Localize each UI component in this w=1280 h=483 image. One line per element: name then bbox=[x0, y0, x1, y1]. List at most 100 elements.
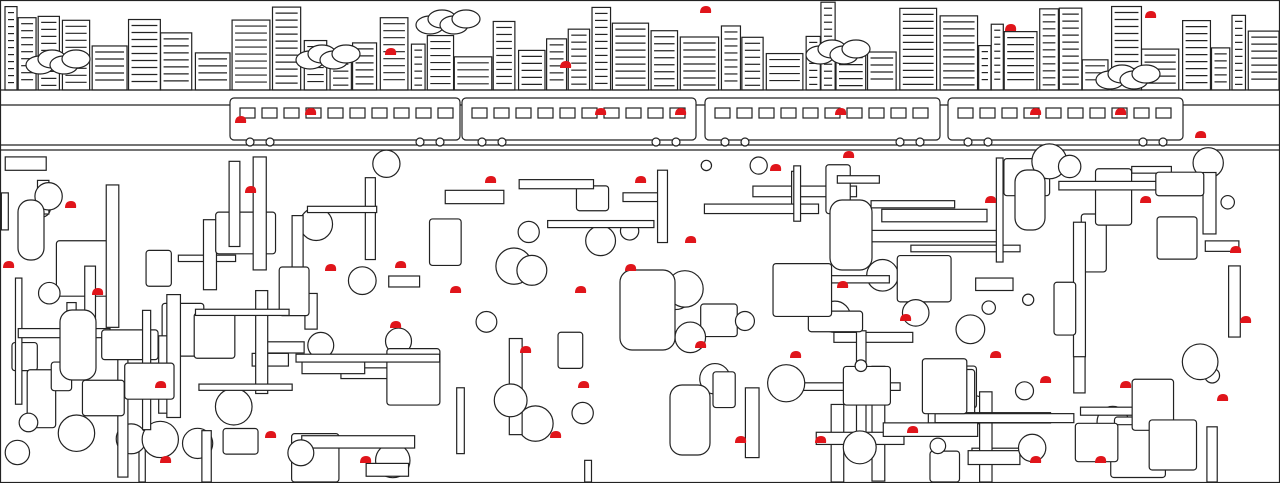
building bbox=[1247, 30, 1280, 91]
valve-wheel bbox=[767, 364, 806, 403]
red-marker bbox=[900, 314, 912, 321]
train-window bbox=[890, 107, 907, 119]
building bbox=[567, 28, 591, 91]
train-wheel bbox=[265, 137, 275, 147]
machine-box bbox=[193, 312, 236, 359]
pipe bbox=[252, 156, 267, 271]
red-markers bbox=[3, 6, 1252, 463]
cloud bbox=[61, 49, 91, 69]
red-marker bbox=[1005, 24, 1017, 31]
red-marker bbox=[1120, 381, 1132, 388]
building bbox=[410, 43, 426, 91]
red-marker bbox=[635, 176, 647, 183]
building bbox=[1231, 14, 1247, 91]
train-window bbox=[846, 107, 863, 119]
machine-box bbox=[929, 450, 961, 483]
pipe bbox=[365, 462, 410, 477]
building bbox=[990, 23, 1004, 91]
red-marker bbox=[695, 341, 707, 348]
pipe bbox=[995, 157, 1004, 263]
train-window bbox=[1001, 107, 1018, 119]
machine-box bbox=[124, 362, 175, 400]
train-window bbox=[647, 107, 664, 119]
machine-box bbox=[557, 331, 584, 370]
building bbox=[453, 56, 493, 91]
train-wheel bbox=[245, 137, 255, 147]
train-wheel bbox=[415, 137, 425, 147]
valve-wheel bbox=[700, 159, 713, 172]
red-marker bbox=[3, 261, 15, 268]
pipe bbox=[975, 277, 1014, 292]
red-marker bbox=[1195, 131, 1207, 138]
pipe-machinery bbox=[0, 143, 1241, 483]
train-car bbox=[229, 97, 461, 141]
pipe bbox=[910, 244, 1021, 253]
valve-wheel bbox=[372, 149, 401, 178]
red-marker bbox=[245, 186, 257, 193]
train-wheel bbox=[497, 137, 507, 147]
train-window bbox=[625, 107, 642, 119]
machine-box bbox=[842, 365, 892, 406]
valve-wheel bbox=[929, 437, 947, 455]
machine-box bbox=[26, 369, 57, 429]
pipe bbox=[1206, 426, 1218, 483]
red-marker bbox=[560, 61, 572, 68]
building bbox=[231, 19, 271, 91]
pipe bbox=[295, 353, 441, 363]
train-window bbox=[1111, 107, 1128, 119]
valve-wheel bbox=[18, 412, 39, 433]
train-window bbox=[1155, 107, 1172, 119]
train-wheel bbox=[740, 137, 750, 147]
machine-box bbox=[1074, 422, 1119, 463]
pipe bbox=[14, 277, 23, 405]
train-window bbox=[283, 107, 300, 119]
train-window bbox=[1045, 107, 1062, 119]
train-window bbox=[327, 107, 344, 119]
tank bbox=[17, 199, 45, 261]
machine-box bbox=[712, 371, 736, 409]
red-marker bbox=[770, 164, 782, 171]
red-marker bbox=[835, 108, 847, 115]
train-window bbox=[1067, 107, 1084, 119]
building bbox=[127, 18, 161, 91]
train-wheel bbox=[1138, 137, 1148, 147]
train-window bbox=[471, 107, 488, 119]
valve-wheel bbox=[1021, 293, 1035, 306]
valve-wheel bbox=[475, 310, 498, 333]
pipe bbox=[622, 192, 664, 203]
red-marker bbox=[815, 436, 827, 443]
red-marker bbox=[595, 108, 607, 115]
pipe bbox=[849, 229, 1001, 243]
machine-box bbox=[1155, 171, 1205, 197]
red-marker bbox=[735, 436, 747, 443]
valve-wheel bbox=[955, 314, 986, 345]
valve-wheel bbox=[571, 401, 594, 425]
pipe bbox=[364, 177, 376, 261]
valve-wheel bbox=[517, 220, 540, 244]
train-car bbox=[704, 97, 941, 141]
machine-box bbox=[1156, 216, 1198, 260]
train-window bbox=[371, 107, 388, 119]
pipe bbox=[444, 189, 505, 205]
red-marker bbox=[1030, 456, 1042, 463]
red-marker bbox=[685, 236, 697, 243]
pipe bbox=[105, 184, 120, 328]
valve-wheel bbox=[734, 310, 756, 332]
train-wheel bbox=[477, 137, 487, 147]
city-skyline bbox=[4, 1, 1280, 91]
building bbox=[978, 44, 992, 91]
pipe bbox=[0, 192, 9, 231]
red-marker bbox=[235, 116, 247, 123]
train-car bbox=[461, 97, 697, 141]
pipe bbox=[870, 200, 956, 209]
red-marker bbox=[700, 6, 712, 13]
red-marker bbox=[1115, 108, 1127, 115]
train-window bbox=[912, 107, 929, 119]
pipe bbox=[201, 430, 212, 483]
train-window bbox=[1133, 107, 1150, 119]
pipe bbox=[255, 289, 269, 395]
red-marker bbox=[625, 264, 637, 271]
cloud bbox=[841, 39, 871, 59]
red-marker bbox=[1095, 456, 1107, 463]
machine-box bbox=[921, 358, 968, 415]
